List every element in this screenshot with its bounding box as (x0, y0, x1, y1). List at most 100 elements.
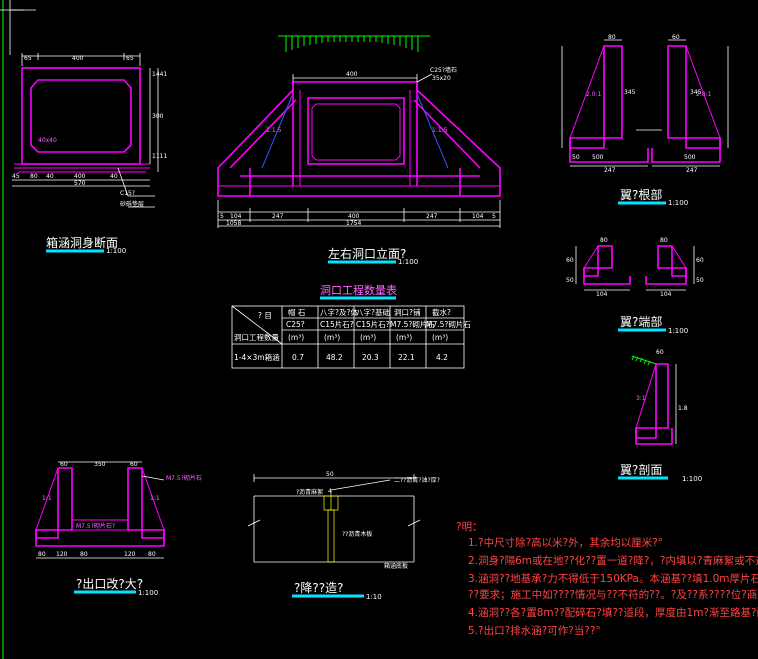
joint-scale: 1:10 (366, 593, 382, 601)
box-dim-8: 40 (46, 173, 54, 180)
table-value-0: 0.7 (292, 353, 304, 362)
table-col-1: C15片石? (320, 319, 354, 329)
box-section-drawing: 65 400 65 1441 300 1111 45 80 40 400 40 … (12, 53, 167, 208)
joint-dim-4: 4 (328, 488, 332, 495)
outlet-dim-9: 80 (148, 551, 156, 558)
table-col-3: M7.5?砌片石 (390, 319, 435, 329)
note-3b: ??要求；施工中如????情况与??不符的??。?及??系????位?商解决 ° (468, 588, 758, 601)
box-label-c15: C15? (120, 190, 135, 197)
wing-end-dim-5: 50 (696, 277, 704, 284)
elev-dim-top: 400 (346, 71, 358, 78)
outlet-dim-6: 120 (56, 551, 68, 558)
outlet-title: ?出口改?大? (76, 577, 143, 591)
table-group-4: 截水? (432, 307, 451, 317)
outlet-drawing: 60 350 60 1:1 1:1 80 120 80 120 80 M7.5?… (35, 461, 202, 559)
wing-root-drawing: 80 60 345 2.0:1 2.0:1 345 50 500 500 247… (561, 34, 729, 174)
wing-end-dim-7: 104 (660, 291, 672, 298)
box-dim-5: 1111 (152, 153, 167, 160)
wing-root-dim-4: 2.0:1 (696, 91, 712, 98)
crosshair-cursor (0, 0, 36, 55)
table-unit-1: (m³) (324, 333, 340, 342)
outlet-scale: 1:100 (138, 589, 158, 597)
joint-title: ?降??造? (294, 581, 343, 595)
elev-dim-b3: 400 (348, 213, 360, 220)
box-dim-1: 400 (72, 55, 84, 62)
joint-label-base: 箱涵底板 (384, 562, 408, 570)
wing-end-drawing: 80 80 60 60 50 50 104 104 (566, 237, 704, 298)
wing-root-dim-3: 2.0:1 (586, 91, 602, 98)
notes-heading: ?明： (456, 521, 483, 533)
elev-dim-b8: 1058 (226, 220, 241, 227)
outlet-dim-0: 60 (60, 461, 68, 468)
wing-root-dim-8: 500 (684, 154, 696, 161)
table-unit-4: (m³) (432, 333, 448, 342)
wing-end-dim-2: 60 (566, 257, 574, 264)
table-value-2: 20.3 (362, 353, 379, 362)
elev-dim-b4: 247 (426, 213, 438, 220)
joint-label-asphalt: ?沥青麻絮 (296, 488, 323, 496)
wing-section-dim-1: 3:1 (636, 395, 646, 402)
wing-end-scale: 1:100 (668, 327, 688, 335)
elev-dim-b0: 5 (220, 213, 224, 220)
outlet-dim-2: 60 (130, 461, 138, 468)
box-dim-7: 80 (30, 173, 38, 180)
elev-dim-b1: 104 (230, 213, 242, 220)
box-section-title: 箱涵洞身断面 (46, 235, 118, 250)
wing-root-scale: 1:100 (668, 199, 688, 207)
elev-slope-right: 1:1.5 (432, 127, 448, 134)
table-unit-3: (m³) (396, 333, 412, 342)
box-dim-3: 1441 (152, 71, 167, 78)
outlet-label-m75: M7.5?砌片石 (166, 474, 202, 482)
table-col-4: M7.5?砌片石 (426, 319, 471, 329)
elev-dim-b2: 247 (272, 213, 284, 220)
table-unit-0: (m³) (288, 333, 304, 342)
box-dim-10: 40 (110, 173, 118, 180)
table-group-3: 洞口?铺 (394, 307, 421, 317)
box-dim-2: 65 (126, 55, 134, 62)
box-dim-6: 45 (12, 173, 20, 180)
note-5: 5.?出口?排水涵?可作?当??° (468, 624, 601, 637)
elev-slope-left: 1:1.5 (266, 127, 282, 134)
elev-label-35x20: 35x20 (432, 75, 451, 82)
table-group-2: 八字?基础 (356, 307, 390, 317)
elev-dim-b7: 1754 (346, 220, 361, 227)
outlet-dim-3: 1:1 (42, 495, 52, 502)
table-group-1: 八字?及?体 (320, 307, 358, 317)
joint-label-fill: ??沥青木板 (342, 530, 372, 538)
wing-root-title: 翼?根部 (620, 187, 662, 202)
box-dim-11: 570 (74, 180, 86, 187)
elevation-drawing: 400 C25?墙石 35x20 1:1.5 1:1.5 5 104 247 4… (217, 35, 501, 228)
table-row-label: 1-4×3m箱涵 (234, 352, 280, 362)
box-label-40x40: 40x40 (38, 137, 57, 144)
elevation-title: 左右洞口立面? (328, 246, 406, 261)
table-value-1: 48.2 (326, 353, 343, 362)
wing-root-dim-1: 60 (672, 34, 680, 41)
table-group-0: 帽 石 (288, 307, 306, 317)
table-value-3: 22.1 (398, 353, 415, 362)
wing-section-title: 翼?剖面 (620, 463, 662, 477)
wing-section-drawing: 60 3:1 1.8 (631, 349, 688, 445)
elev-dim-b6: 5 (492, 213, 496, 220)
wing-end-dim-3: 60 (696, 257, 704, 264)
elev-label-c25: C25?墙石 (430, 66, 457, 74)
table-col-2: C15片石? (356, 319, 390, 329)
table-header-item: ? 目 (258, 311, 272, 320)
outlet-dim-4: 1:1 (150, 495, 160, 502)
box-dim-0: 65 (24, 55, 32, 62)
notes-block: ?明： 1.?中尺寸除?高以米?外，其余均以厘米?° 2.洞身?隔6m或在地??… (456, 521, 758, 637)
table-value-4: 4.2 (436, 353, 448, 362)
wing-end-dim-6: 104 (596, 291, 608, 298)
wing-root-dim-2: 345 (624, 89, 636, 96)
note-4: 4.涵洞??各?置8m??配碎石?填??道段，厚度由1m?渐至路基?配碎石 (468, 606, 758, 619)
table-title: 洞口工程数量表 (320, 283, 397, 297)
wing-section-dim-2: 1.8 (678, 405, 688, 412)
outlet-label-m75b: M7.5?砌片石? (76, 522, 115, 530)
outlet-dim-8: 120 (124, 551, 136, 558)
wing-section-dim-0: 60 (656, 349, 664, 356)
box-label-base: 砂砾垫层 (120, 200, 144, 208)
table-unit-2: (m³) (360, 333, 376, 342)
wing-end-dim-4: 50 (566, 277, 574, 284)
note-1: 1.?中尺寸除?高以米?外，其余均以厘米?° (468, 536, 663, 549)
table-header-qty: 洞口工程数量 (234, 332, 279, 342)
